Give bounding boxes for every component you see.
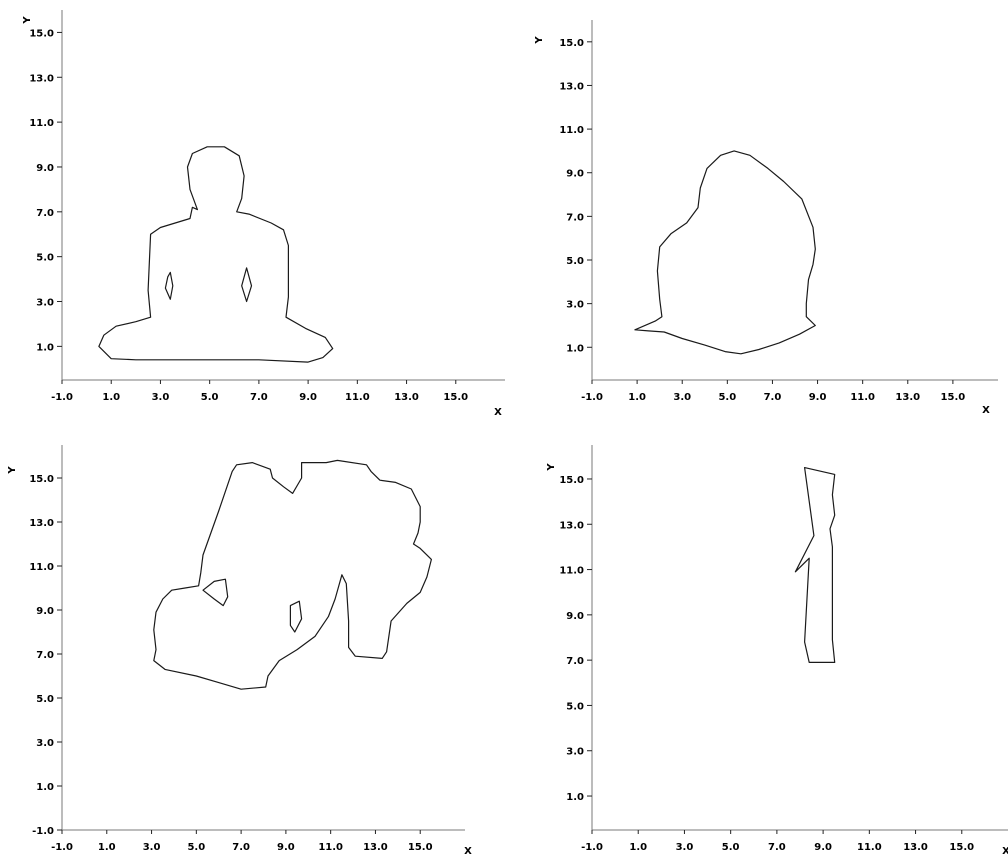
chart-panel-distorted-character: -1.0 1.0 3.0 5.0 7.0 9.0 11.0 13.0 15.0 -1.0 1.0 3.… [0, 430, 510, 859]
y-tick-label: 15.0 [29, 28, 54, 39]
y-tick-label: 15.0 [559, 38, 584, 49]
y-tick-label: 7.0 [36, 650, 54, 661]
y-tick-label: 11.0 [559, 566, 584, 577]
x-tick-label: 9.0 [277, 842, 295, 853]
x-tick-label: 3.0 [152, 392, 170, 403]
y-tick-label: 1.0 [566, 343, 584, 354]
shape-outline [290, 601, 301, 632]
y-tick-label: 5.0 [36, 694, 54, 705]
y-tick-label: 13.0 [29, 518, 54, 529]
y-tick-label: 5.0 [36, 253, 54, 264]
y-tick-label: 13.0 [559, 520, 584, 531]
shape-outline [99, 147, 333, 362]
x-tick-label: 1.0 [102, 392, 120, 403]
y-tick-label: 7.0 [36, 208, 54, 219]
x-tick-label: 13.0 [895, 392, 920, 403]
y-tick-label: 13.0 [559, 81, 584, 92]
y-tick-label: 9.0 [566, 611, 584, 622]
x-tick-label: 15.0 [949, 842, 974, 853]
y-tick-label: 1.0 [36, 342, 54, 353]
x-tick-label: 13.0 [363, 842, 388, 853]
x-tick-label: -1.0 [51, 842, 73, 853]
y-tick-label: 3.0 [36, 738, 54, 749]
x-tick-label: 1.0 [98, 842, 116, 853]
x-tick-label: 15.0 [443, 392, 468, 403]
shape-outline [154, 460, 432, 689]
x-tick-label: 11.0 [318, 842, 343, 853]
x-axis-label: X [1002, 846, 1008, 857]
x-tick-label: 5.0 [201, 392, 219, 403]
chart-panel-seated-figure: 1.0 3.0 5.0 7.0 9.0 11.0 13.0 15.0 -1.0 1.0 3.0 5.0… [0, 0, 510, 420]
x-tick-label: 1.0 [628, 392, 646, 403]
y-tick-label: 11.0 [29, 562, 54, 573]
chart-panel-fo-character: 1.0 3.0 5.0 7.0 9.0 11.0 13.0 15.0 -1.0 1.0 3.0 5.0… [530, 430, 1008, 859]
x-tick-label: 5.0 [718, 392, 736, 403]
y-tick-label: 13.0 [29, 73, 54, 84]
shape-outline [242, 268, 252, 302]
x-tick-label: 11.0 [857, 842, 882, 853]
x-tick-label: 3.0 [143, 842, 161, 853]
shape-outline [635, 151, 815, 354]
x-tick-label: 13.0 [394, 392, 419, 403]
chart-svg: -1.0 1.0 3.0 5.0 7.0 9.0 11.0 13.0 15.0 -1.0 1.0 3.… [0, 430, 510, 859]
shape-outline [795, 468, 834, 663]
x-tick-label: 7.0 [764, 392, 782, 403]
x-tick-label: 7.0 [250, 392, 268, 403]
y-tick-label: 7.0 [566, 656, 584, 667]
x-tick-label: 15.0 [941, 392, 966, 403]
y-tick-label: 3.0 [566, 747, 584, 758]
x-tick-label: 9.0 [814, 842, 832, 853]
y-axis-label: Y [7, 466, 18, 475]
y-axis-label: Y [22, 16, 33, 25]
y-tick-label: 11.0 [559, 125, 584, 136]
y-tick-label: 9.0 [566, 169, 584, 180]
x-tick-label: -1.0 [581, 392, 603, 403]
chart-panel-blob-outline: 1.0 3.0 5.0 7.0 9.0 11.0 13.0 15.0 -1.0 1.0 3.0 5.0… [530, 0, 1008, 420]
y-tick-label: 15.0 [29, 474, 54, 485]
x-tick-label: 13.0 [903, 842, 928, 853]
y-tick-label: 15.0 [559, 475, 584, 486]
x-tick-label: -1.0 [581, 842, 603, 853]
x-tick-label: 11.0 [850, 392, 875, 403]
x-tick-label: 15.0 [408, 842, 433, 853]
y-axis-label: Y [546, 463, 557, 472]
x-tick-label: 7.0 [768, 842, 786, 853]
y-tick-label: 11.0 [29, 118, 54, 129]
shape-outline [165, 272, 172, 299]
y-tick-label: 3.0 [36, 298, 54, 309]
x-tick-label: 5.0 [722, 842, 740, 853]
x-tick-label: 3.0 [673, 392, 691, 403]
y-tick-label: 1.0 [36, 782, 54, 793]
chart-svg: 1.0 3.0 5.0 7.0 9.0 11.0 13.0 15.0 -1.0 1.0 3.0 5.0… [0, 0, 510, 420]
x-tick-label: 9.0 [299, 392, 317, 403]
x-axis-label: X [982, 405, 990, 416]
x-tick-label: 7.0 [232, 842, 250, 853]
y-tick-label: 1.0 [566, 792, 584, 803]
y-tick-label: 7.0 [566, 212, 584, 223]
y-tick-label: 9.0 [36, 163, 54, 174]
x-tick-label: 9.0 [809, 392, 827, 403]
x-axis-label: X [464, 846, 472, 857]
x-tick-label: 5.0 [187, 842, 205, 853]
x-tick-label: 3.0 [676, 842, 694, 853]
x-tick-label: -1.0 [51, 392, 73, 403]
x-axis-label: X [494, 407, 502, 418]
x-tick-label: 11.0 [345, 392, 370, 403]
x-tick-label: 1.0 [629, 842, 647, 853]
y-tick-label: 5.0 [566, 701, 584, 712]
chart-svg: 1.0 3.0 5.0 7.0 9.0 11.0 13.0 15.0 -1.0 1.0 3.0 5.0… [530, 430, 1008, 859]
y-tick-label: 3.0 [566, 300, 584, 311]
y-tick-label: 5.0 [566, 256, 584, 267]
y-tick-label: 9.0 [36, 606, 54, 617]
shape-outline [203, 579, 228, 605]
chart-svg: 1.0 3.0 5.0 7.0 9.0 11.0 13.0 15.0 -1.0 1.0 3.0 5.0… [530, 0, 1008, 420]
y-tick-label: -1.0 [32, 826, 54, 837]
y-axis-label: Y [534, 36, 545, 45]
